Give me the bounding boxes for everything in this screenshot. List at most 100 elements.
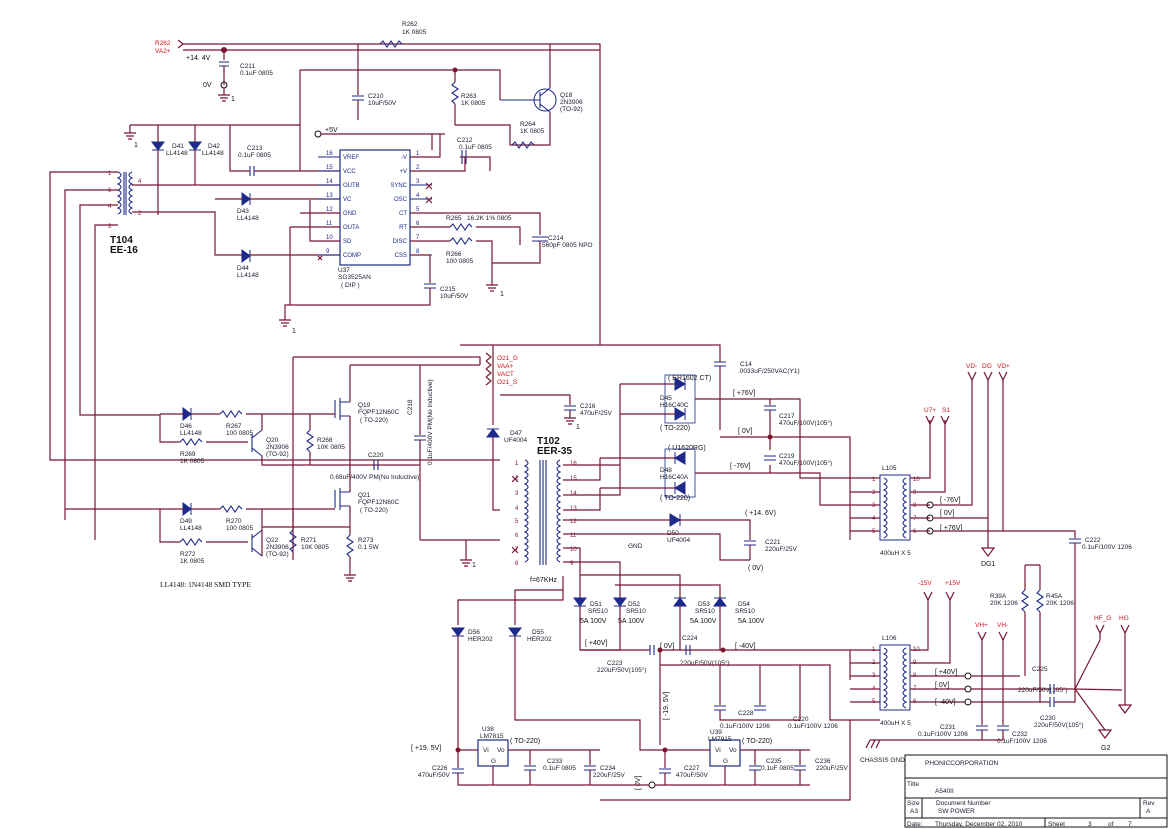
resistor-r271: [289, 529, 297, 553]
net-arrows-icon: [967, 371, 1008, 382]
c220-value: 0.68uF/400V PM(No Inductive): [330, 474, 419, 481]
net-m15: -15V: [918, 580, 932, 587]
transistor-q20: [251, 429, 263, 457]
z0c-label: [ 0V]: [660, 643, 674, 650]
net-vact: VACT: [497, 371, 514, 378]
q18-ref: Q18: [560, 92, 573, 99]
c211-ref: C211: [240, 63, 255, 70]
diode-note: LL4148: 1N4148 SMD TYPE: [160, 580, 251, 589]
d49-value: LL4148: [180, 525, 202, 532]
net-vh-plus: VH+: [975, 622, 988, 629]
ic-pin-number: 9: [326, 249, 330, 255]
ground-dg1-icon: [980, 518, 996, 557]
net-hfg: HF_G: [1094, 615, 1111, 622]
c236-ref: C236: [815, 758, 831, 765]
mosfet-q19: [334, 398, 350, 420]
r262-value: 1K 0805: [402, 29, 427, 36]
l105-ref: L105: [882, 465, 897, 472]
d52-rating: 5A 100V: [618, 618, 645, 625]
q20-value: 2N3906: [266, 444, 289, 451]
resistor-r265: [449, 223, 473, 231]
company-name: PHONICCORPORATION: [925, 760, 998, 767]
r272-value: 1K 0805: [180, 558, 205, 565]
d45-package: ( TO-220): [660, 425, 690, 432]
c216-value: 470uF/25V: [580, 410, 612, 417]
r262-ref: R262: [402, 21, 418, 28]
resistor-r273: [346, 534, 354, 558]
ic-pin-name: CT: [399, 211, 407, 217]
diode-d53: [673, 597, 687, 607]
svg-text:12: 12: [570, 519, 577, 525]
capacitor-c214: [532, 236, 548, 242]
ic-pin-number: 4: [416, 193, 420, 199]
capacitor-c213: [249, 166, 255, 176]
transistor-q22: [251, 529, 263, 557]
diode-d49: [182, 502, 192, 516]
ic-pin-number: 11: [326, 221, 333, 227]
u38-g: G: [491, 758, 496, 765]
docnum-value: SW POWER: [938, 808, 975, 815]
ground-icon: [124, 125, 136, 140]
r273-value: 0.1 5W: [358, 544, 379, 551]
c224-value: 220uF/50V(105°): [680, 659, 730, 667]
capacitor-c215: [424, 283, 436, 289]
c220b-value: 0.1uF/100V 1206: [788, 723, 838, 730]
net-vh-minus: VH-: [997, 622, 1008, 629]
capacitor-c226: [452, 768, 464, 774]
d52-ref: D52: [628, 601, 640, 608]
d43-ref: D43: [237, 208, 249, 215]
date-value: Thursday, December 02, 2010: [935, 821, 1023, 828]
ic-pin-number: 12: [326, 207, 333, 213]
date-label: Date:: [907, 821, 923, 828]
gnd-1: 1: [576, 424, 580, 431]
transformer-t102: T102 EER-35 1 2 3 4 5 6 7 8 16 15 14 13 …: [511, 436, 577, 584]
capacitor-c219: [764, 455, 776, 461]
r269-ref: R269: [180, 451, 196, 458]
r263-value: 1K 0805: [461, 100, 486, 107]
capacitor-c230: [1049, 697, 1055, 707]
m40b-label: [ -40V]: [935, 699, 956, 706]
ic-pin-name: OUTB: [343, 183, 360, 189]
d46-ref: D46: [180, 423, 192, 430]
net-arrows-icon: [1095, 624, 1130, 635]
mosfet-q21: [334, 488, 350, 510]
svg-text:2: 2: [872, 490, 876, 496]
c219-value: 470uF/100V(105°): [779, 459, 832, 467]
p40b-label: [ +40V]: [935, 669, 957, 676]
svg-text:11: 11: [570, 533, 577, 539]
net-arrows-icon: [977, 631, 1008, 642]
nc-mark: [511, 546, 519, 554]
r266-ref: R266: [446, 251, 462, 258]
resistor-r270: [219, 505, 243, 513]
t104-ref: T104: [110, 235, 133, 246]
g2-label: G2: [1101, 745, 1110, 752]
c228-ref: C228: [738, 710, 754, 717]
ic-pin-name: -V: [401, 155, 407, 161]
diode-d48-b: [674, 481, 686, 495]
r268-value: 10K 0805: [317, 444, 345, 451]
d44-value: LL4148: [237, 272, 259, 279]
u39-part: LM7915: [708, 736, 732, 743]
d54-value: SR510: [735, 608, 755, 615]
d48-package: ( TO-220): [660, 495, 690, 502]
r39a-ref: R39A: [990, 593, 1007, 600]
svg-text:14: 14: [570, 491, 577, 497]
r265-ref: R265: [446, 215, 462, 222]
resistor-r45a: [1036, 589, 1044, 613]
c228-value: 0.1uF/100V 1206: [720, 723, 770, 730]
gnd-1: 1: [292, 328, 296, 335]
svg-text:9: 9: [913, 490, 917, 496]
r267-ref: R267: [226, 423, 242, 430]
c223-ref: C223: [607, 660, 623, 667]
inductor-l106: [879, 644, 911, 711]
resistor-r267: [219, 410, 243, 418]
ground-icon: [564, 410, 576, 425]
d53-value: SR510: [695, 608, 715, 615]
ground-icon: [279, 319, 291, 327]
test-point: [314, 130, 322, 138]
capacitor-c14: [714, 361, 726, 367]
c217-ref: C217: [779, 413, 795, 420]
nc-mark: [511, 475, 519, 483]
transformer-t104: [116, 171, 134, 215]
diode-d43: [241, 192, 251, 206]
